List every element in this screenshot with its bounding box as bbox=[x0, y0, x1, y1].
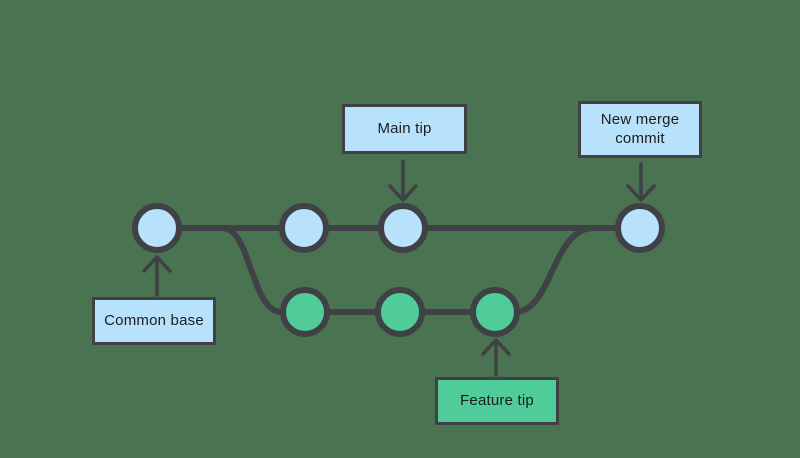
commit-node-feature-2[interactable] bbox=[375, 287, 425, 337]
label-box-main-tip[interactable]: Main tip bbox=[342, 104, 467, 154]
branch-fork-curve bbox=[202, 225, 285, 315]
label-text-new-merge-commit: New merge commit bbox=[600, 110, 680, 147]
commit-node-merge-commit[interactable] bbox=[615, 203, 665, 253]
commit-node-common-base[interactable] bbox=[132, 203, 182, 253]
callout-arrows bbox=[142, 159, 656, 377]
commit-node-main-1[interactable] bbox=[279, 203, 329, 253]
new-merge-commit-arrow bbox=[626, 162, 656, 202]
label-box-feature-tip[interactable]: Feature tip bbox=[435, 377, 559, 425]
feature-branch-nodes bbox=[280, 287, 520, 337]
common-base-arrow bbox=[142, 255, 172, 297]
label-text-main-tip: Main tip bbox=[377, 119, 432, 137]
branch-merge-curve bbox=[512, 225, 621, 315]
label-box-common-base[interactable]: Common base bbox=[92, 297, 216, 345]
commit-node-feature-1[interactable] bbox=[280, 287, 330, 337]
main-branch-nodes bbox=[132, 203, 665, 253]
label-text-feature-tip: Feature tip bbox=[460, 391, 534, 409]
feature-tip-arrow bbox=[481, 338, 511, 377]
label-text-common-base: Common base bbox=[104, 311, 204, 329]
label-box-new-merge-commit[interactable]: New merge commit bbox=[578, 101, 702, 158]
main-tip-arrow bbox=[388, 159, 418, 202]
commit-node-main-tip[interactable] bbox=[378, 203, 428, 253]
commit-node-feature-tip[interactable] bbox=[470, 287, 520, 337]
